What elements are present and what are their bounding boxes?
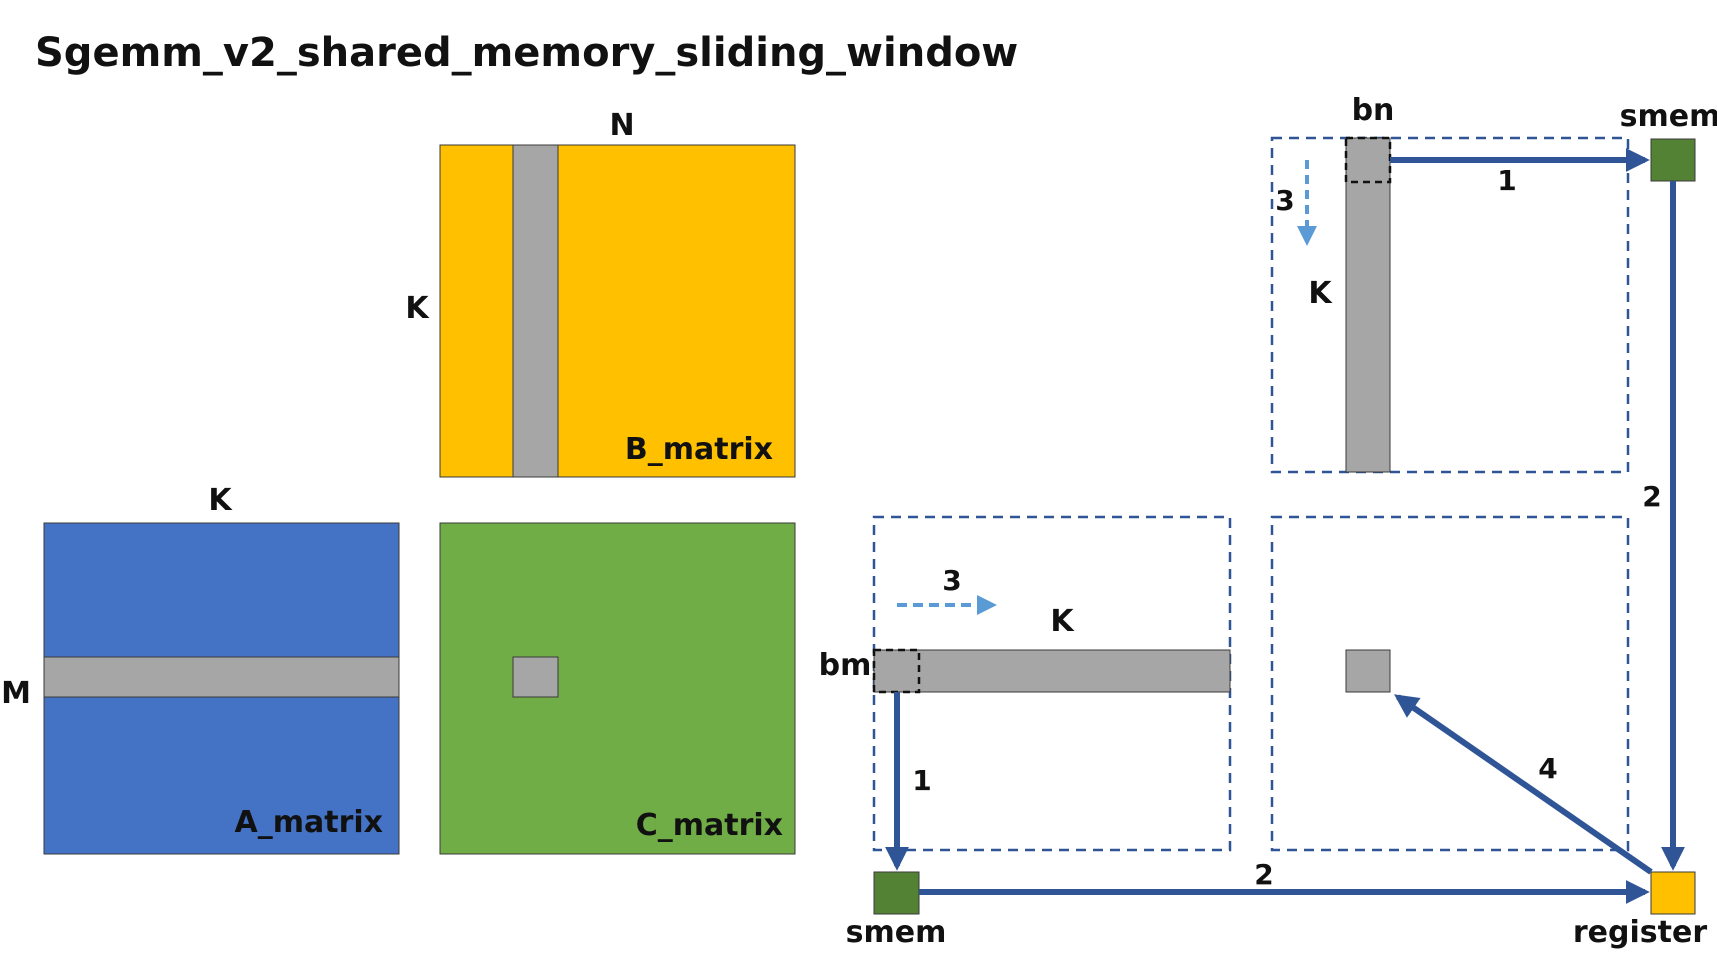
smem-top-label: smem: [1620, 99, 1717, 134]
smem-top-box: [1650, 138, 1696, 182]
b-block-dim-bn: bn: [1352, 93, 1395, 128]
b-matrix-dim-k: K: [405, 291, 430, 326]
a-matrix-label: A_matrix: [235, 805, 384, 840]
a-block-row-strip: [873, 649, 1231, 693]
c-matrix-tile: [512, 656, 559, 698]
step-smem-to-register-right: 2: [1642, 480, 1661, 513]
b-matrix-label: B_matrix: [625, 432, 773, 467]
b-matrix: [439, 144, 796, 478]
c-block-dashed-region: [1270, 515, 1630, 852]
a-matrix-dim-m: M: [1, 676, 31, 711]
smem-bottom-label: smem: [846, 915, 947, 950]
b-block-dim-k: K: [1308, 276, 1333, 311]
register-label: register: [1573, 915, 1707, 950]
b-block-slide-step: 3: [1275, 184, 1294, 217]
a-matrix-dim-k: K: [208, 483, 233, 518]
page-title: Sgemm_v2_shared_memory_sliding_window: [35, 30, 1018, 76]
a-block-dim-bm: bm: [819, 648, 872, 683]
step-register-to-c: 4: [1538, 752, 1557, 785]
c-matrix-label: C_matrix: [636, 808, 783, 843]
arrow-register-to-c: [1394, 694, 1653, 875]
b-block-column-strip: [1345, 137, 1391, 473]
a-block-dim-k: K: [1050, 604, 1075, 639]
c-block-tile: [1345, 649, 1391, 693]
b-block-dashed-region: [1270, 136, 1630, 474]
a-matrix-row-strip: [43, 656, 400, 698]
smem-bottom-box: [873, 871, 920, 915]
step-a-to-smem: 1: [912, 764, 931, 797]
a-block-slide-step: 3: [942, 564, 961, 597]
step-b-to-smem: 1: [1497, 164, 1516, 197]
b-matrix-column-strip: [512, 144, 559, 478]
step-smem-to-register-bottom: 2: [1254, 858, 1273, 891]
c-matrix: [439, 522, 796, 855]
register-box: [1650, 871, 1696, 915]
b-matrix-dim-n: N: [609, 108, 634, 143]
